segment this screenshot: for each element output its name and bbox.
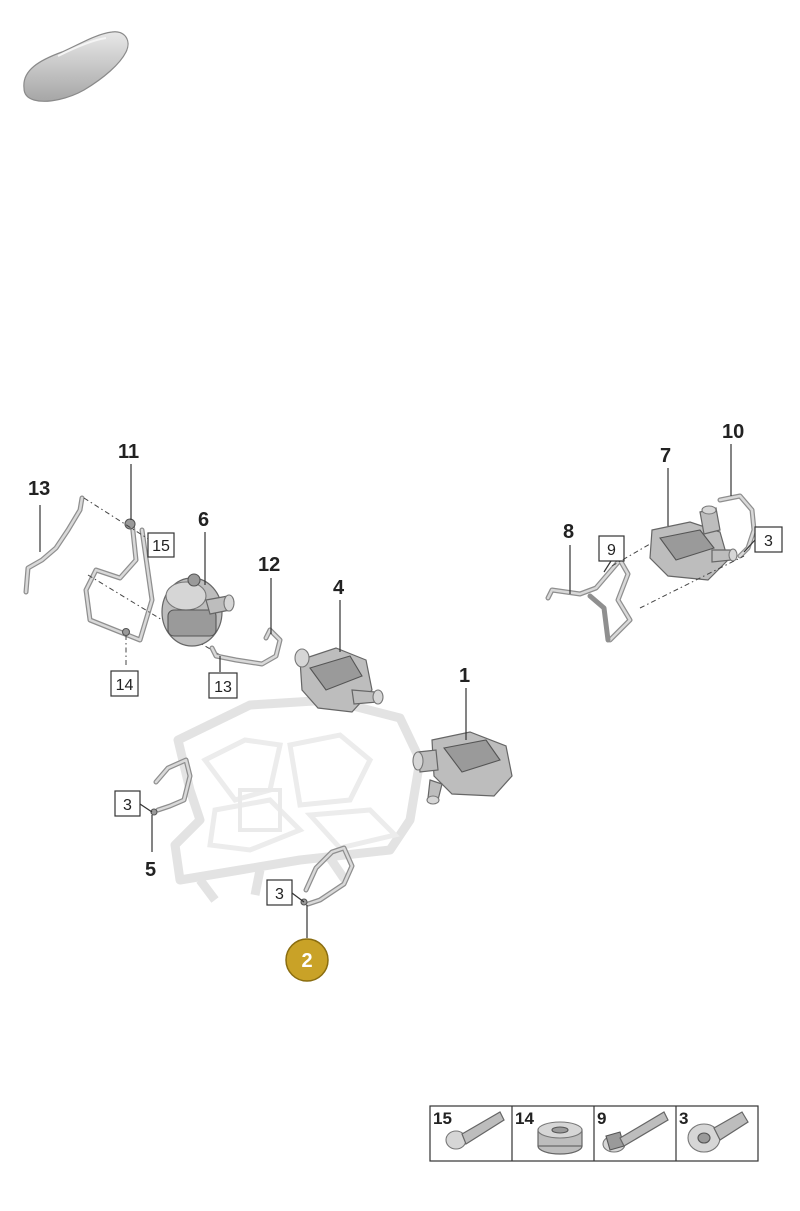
callout-8[interactable]: 8 bbox=[563, 521, 574, 543]
vehicle-thumbnail-icon bbox=[23, 31, 129, 102]
bracket-13[interactable] bbox=[23, 495, 85, 595]
callout-6[interactable]: 6 bbox=[198, 509, 209, 531]
svg-text:9: 9 bbox=[607, 542, 616, 559]
grommet-icon bbox=[537, 1121, 583, 1155]
svg-text:3: 3 bbox=[275, 886, 284, 903]
bracket-11[interactable] bbox=[83, 518, 155, 643]
callout-10[interactable]: 10 bbox=[722, 421, 744, 443]
bolt-14-mark bbox=[121, 627, 131, 637]
assembly-line bbox=[611, 543, 651, 567]
water-pump-1[interactable] bbox=[412, 731, 513, 805]
svg-text:3: 3 bbox=[123, 797, 132, 814]
svg-text:15: 15 bbox=[433, 1109, 452, 1128]
callout-2-highlighted[interactable]: 2 bbox=[285, 938, 329, 982]
callout-12[interactable]: 12 bbox=[258, 554, 280, 576]
ref-box-3-left[interactable]: 3 bbox=[114, 790, 141, 817]
svg-text:13: 13 bbox=[214, 679, 232, 696]
leader-box-3-right bbox=[743, 539, 756, 553]
flange-bolt-icon bbox=[602, 1111, 669, 1153]
engine-frame-outline bbox=[170, 695, 425, 903]
callout-4[interactable]: 4 bbox=[333, 577, 345, 599]
legend-cell-15[interactable]: 15 bbox=[433, 1109, 505, 1150]
callout-7[interactable]: 7 bbox=[660, 445, 671, 467]
svg-text:14: 14 bbox=[116, 677, 134, 694]
leader-box-3-bottom bbox=[291, 892, 305, 903]
callout-13[interactable]: 13 bbox=[28, 478, 50, 500]
leader-box-9 bbox=[603, 560, 612, 573]
bolt-icon bbox=[445, 1111, 505, 1150]
leader-box-3-left bbox=[139, 803, 153, 813]
callout-11[interactable]: 11 bbox=[118, 441, 139, 463]
callout-1[interactable]: 1 bbox=[459, 665, 470, 687]
clamp-12[interactable] bbox=[209, 627, 283, 667]
svg-text:3: 3 bbox=[764, 533, 773, 550]
water-pump-4[interactable] bbox=[294, 647, 384, 713]
ref-box-9[interactable]: 9 bbox=[598, 535, 625, 562]
water-pump-6[interactable] bbox=[161, 573, 235, 647]
ref-box-3-bottom[interactable]: 3 bbox=[266, 879, 293, 906]
ref-box-13[interactable]: 13 bbox=[208, 672, 238, 699]
assembly-line bbox=[639, 555, 745, 609]
bracket-8[interactable] bbox=[545, 557, 633, 643]
water-pump-7[interactable] bbox=[649, 505, 738, 581]
svg-text:3: 3 bbox=[679, 1109, 688, 1128]
svg-text:14: 14 bbox=[515, 1109, 534, 1128]
torx-bolt-icon bbox=[687, 1111, 749, 1153]
svg-text:2: 2 bbox=[301, 950, 312, 972]
legend-cell-14[interactable]: 14 bbox=[515, 1109, 583, 1155]
ref-box-3-right[interactable]: 3 bbox=[754, 526, 783, 553]
assembly-line bbox=[83, 497, 151, 541]
svg-text:9: 9 bbox=[597, 1109, 606, 1128]
ref-box-14[interactable]: 14 bbox=[110, 670, 139, 697]
ref-box-15[interactable]: 15 bbox=[147, 532, 175, 558]
hardware-legend-table: 15 14 9 3 bbox=[429, 1105, 759, 1162]
legend-cell-3[interactable]: 3 bbox=[679, 1109, 749, 1153]
clamp-5[interactable] bbox=[150, 757, 193, 816]
svg-text:15: 15 bbox=[152, 538, 170, 555]
legend-cell-9[interactable]: 9 bbox=[597, 1109, 669, 1153]
callout-5[interactable]: 5 bbox=[145, 859, 156, 881]
